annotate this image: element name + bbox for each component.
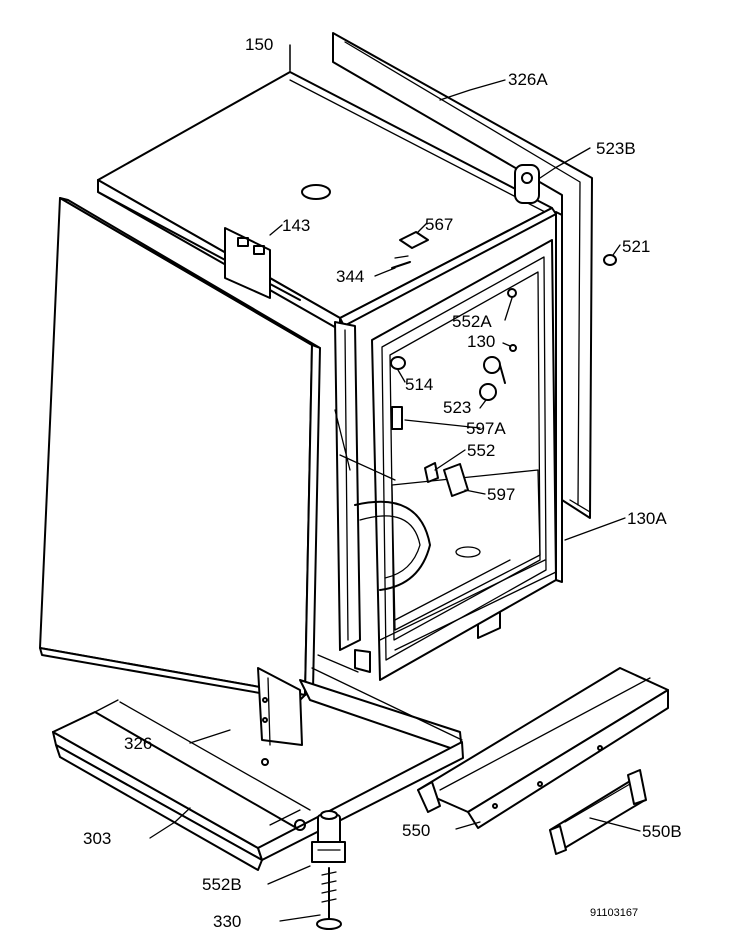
label-550b: 550B xyxy=(642,822,682,841)
hinge-523b xyxy=(514,164,540,204)
label-130a: 130A xyxy=(627,509,667,528)
screw-330 xyxy=(316,867,342,930)
drawing-number: 91103167 xyxy=(590,907,638,919)
leveling-foot-552b xyxy=(311,810,346,863)
label-597: 597 xyxy=(487,485,515,504)
label-344: 344 xyxy=(336,267,364,286)
label-326a: 326A xyxy=(508,70,548,89)
label-552: 552 xyxy=(467,441,495,460)
base-frame-303 xyxy=(52,667,464,871)
label-597a: 597A xyxy=(466,419,506,438)
side-panel-326 xyxy=(39,197,321,766)
part-labels: 150 326A 523B 143 567 521 344 552A 130 5… xyxy=(83,35,682,931)
rail-552 xyxy=(424,462,439,483)
label-552b: 552B xyxy=(202,875,242,894)
part-567 xyxy=(399,231,429,249)
washer-130 xyxy=(509,344,517,352)
label-514: 514 xyxy=(405,375,433,394)
label-303: 303 xyxy=(83,829,111,848)
clip-597a xyxy=(391,406,403,430)
label-330: 330 xyxy=(213,912,241,931)
leader-lines xyxy=(149,44,641,922)
bracket-143 xyxy=(224,227,271,299)
cabinet-body-150 xyxy=(97,44,557,651)
pin-552a xyxy=(507,288,517,298)
plinth-rail-550 xyxy=(417,667,669,829)
label-326: 326 xyxy=(124,734,152,753)
roller-523 xyxy=(479,356,506,401)
label-523: 523 xyxy=(443,398,471,417)
label-130: 130 xyxy=(467,332,495,351)
label-523b: 523B xyxy=(596,139,636,158)
bracket-550b xyxy=(549,769,647,855)
grommet-514 xyxy=(390,356,406,370)
label-550: 550 xyxy=(402,821,430,840)
label-567: 567 xyxy=(425,215,453,234)
label-150: 150 xyxy=(245,35,273,54)
label-521: 521 xyxy=(622,237,650,256)
label-143: 143 xyxy=(282,216,310,235)
part-344 xyxy=(391,255,411,269)
plug-521 xyxy=(603,254,617,266)
label-552a: 552A xyxy=(452,312,492,331)
